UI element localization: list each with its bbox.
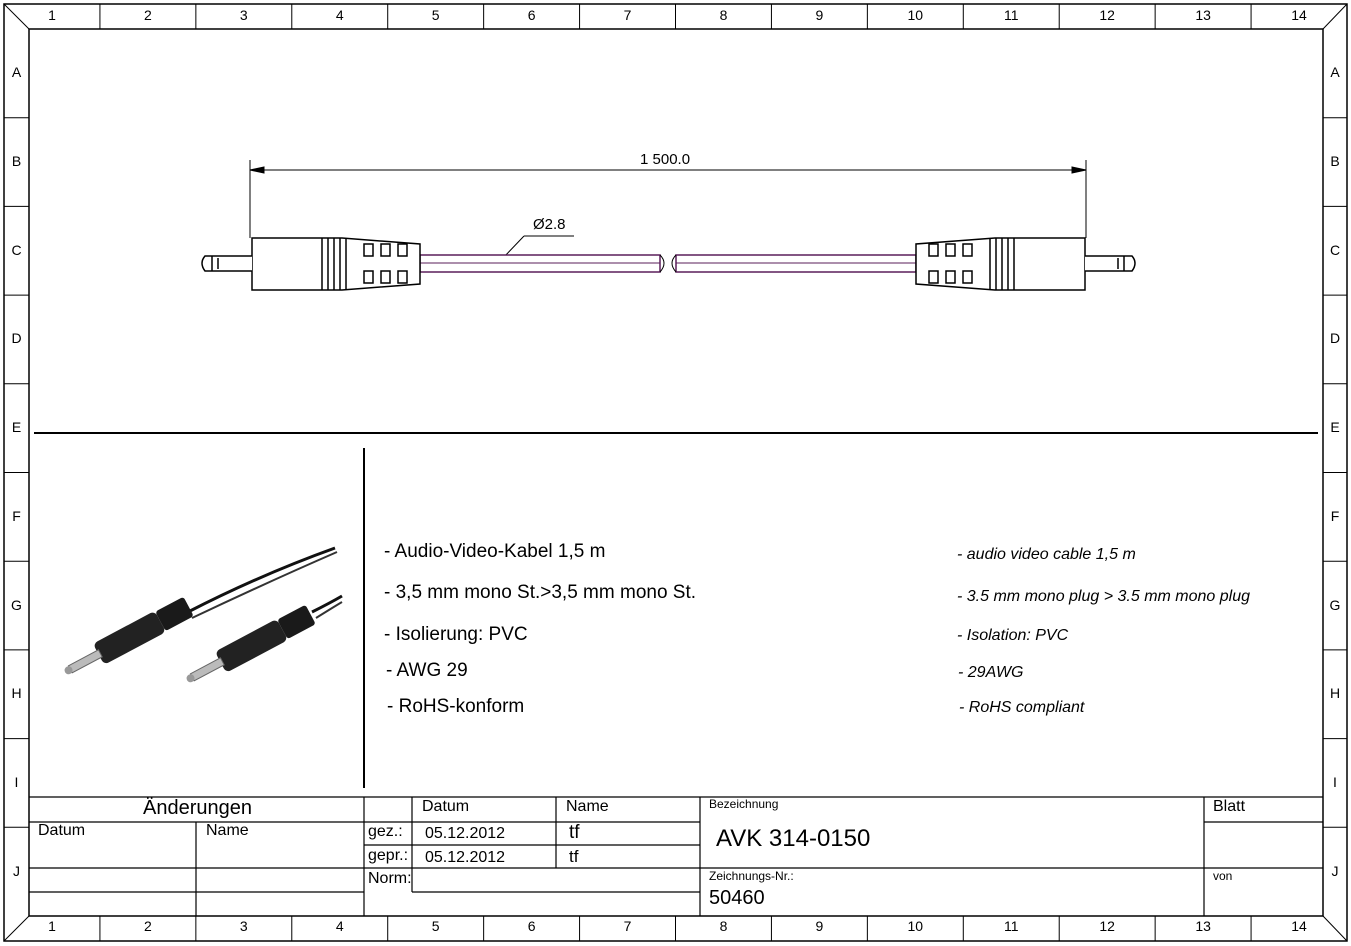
row-marker-left-I: I xyxy=(14,773,19,790)
of-label: von xyxy=(1213,869,1233,883)
column-marker-top-7: 7 xyxy=(623,7,632,23)
column-marker-bottom-10: 10 xyxy=(907,918,924,934)
row-ticks xyxy=(4,117,1347,828)
column-marker-top-12: 12 xyxy=(1099,7,1115,23)
row-marker-right-E: E xyxy=(1330,419,1340,436)
column-marker-top-6: 6 xyxy=(527,7,536,23)
column-marker-bottom-5: 5 xyxy=(431,918,440,934)
column-marker-bottom-6: 6 xyxy=(527,918,536,934)
row-marker-left-F: F xyxy=(12,507,21,524)
drawn-name: tf xyxy=(569,822,580,843)
column-marker-top-11: 11 xyxy=(1003,7,1019,23)
column-ticks xyxy=(99,4,1252,941)
row-marker-right-A: A xyxy=(1330,64,1340,81)
desc-de-line-4: - AWG 29 xyxy=(386,660,468,681)
row-marker-right-C: C xyxy=(1329,241,1341,258)
column-marker-top-4: 4 xyxy=(335,7,344,23)
row-marker-right-G: G xyxy=(1329,596,1341,613)
column-marker-top-3: 3 xyxy=(239,7,248,23)
desc-de-line-1: - Audio-Video-Kabel 1,5 m xyxy=(384,541,606,562)
column-marker-bottom-13: 13 xyxy=(1195,918,1211,934)
desc-en-line-5: - RoHS compliant xyxy=(959,699,1085,716)
title-block-lines xyxy=(29,796,1323,916)
designation-value: AVK 314-0150 xyxy=(716,825,871,852)
row-marker-left-A: A xyxy=(11,64,22,81)
desc-de-line-3: - Isolierung: PVC xyxy=(384,624,528,645)
designation-label: Bezeichnung xyxy=(709,797,779,811)
row-marker-left-C: C xyxy=(11,241,22,258)
checked-date: 05.12.2012 xyxy=(425,849,506,866)
left-plug xyxy=(201,237,421,291)
column-marker-top-5: 5 xyxy=(431,7,440,23)
date-header: Datum xyxy=(422,798,470,815)
column-marker-top-13: 13 xyxy=(1195,7,1211,23)
row-marker-left-J: J xyxy=(13,862,20,879)
column-marker-bottom-9: 9 xyxy=(815,918,824,934)
row-marker-left-B: B xyxy=(11,153,22,170)
row-marker-right-J: J xyxy=(1331,862,1339,879)
column-marker-top-9: 9 xyxy=(815,7,824,23)
length-dimension xyxy=(249,160,1087,238)
drawing-no-value: 50460 xyxy=(709,887,765,909)
checked-label: gepr.: xyxy=(368,847,409,864)
norm-label: Norm: xyxy=(368,870,412,887)
overall-length-label: 1 500.0 xyxy=(640,151,691,168)
cable-diameter-label: Ø2.8 xyxy=(533,216,566,233)
drawing-no-label: Zeichnungs-Nr.: xyxy=(709,869,794,883)
checked-name: tf xyxy=(569,847,579,866)
desc-de-line-2: - 3,5 mm mono St.>3,5 mm mono St. xyxy=(384,582,697,603)
column-marker-bottom-4: 4 xyxy=(335,918,344,934)
desc-en-line-3: - Isolation: PVC xyxy=(957,627,1069,644)
changes-header: Änderungen xyxy=(143,797,252,819)
desc-en-line-2: - 3.5 mm mono plug > 3.5 mm mono plug xyxy=(957,588,1251,605)
row-marker-right-F: F xyxy=(1330,507,1340,524)
drawn-label: gez.: xyxy=(368,823,403,840)
column-marker-bottom-8: 8 xyxy=(719,918,728,934)
name-header: Name xyxy=(566,798,609,815)
column-marker-bottom-7: 7 xyxy=(623,918,632,934)
column-marker-bottom-3: 3 xyxy=(239,918,248,934)
desc-en-line-4: - 29AWG xyxy=(958,664,1024,681)
sheet-label: Blatt xyxy=(1213,798,1246,815)
column-marker-bottom-2: 2 xyxy=(143,918,152,934)
column-marker-top-2: 2 xyxy=(143,7,152,23)
changes-name-header: Name xyxy=(206,822,249,839)
row-marker-right-H: H xyxy=(1329,685,1341,702)
row-marker-left-D: D xyxy=(11,330,22,347)
product-photo xyxy=(64,546,343,683)
column-marker-bottom-11: 11 xyxy=(1003,918,1019,934)
column-marker-top-1: 1 xyxy=(48,7,56,23)
drawn-date: 05.12.2012 xyxy=(425,825,506,842)
row-marker-right-I: I xyxy=(1333,773,1337,790)
row-marker-left-G: G xyxy=(11,596,22,613)
column-marker-bottom-14: 14 xyxy=(1291,918,1307,934)
row-marker-left-E: E xyxy=(11,419,22,436)
column-marker-bottom-12: 12 xyxy=(1099,918,1115,934)
desc-de-line-5: - RoHS-konform xyxy=(387,696,525,717)
column-marker-top-14: 14 xyxy=(1291,7,1307,23)
row-marker-left-H: H xyxy=(11,685,22,702)
column-marker-top-8: 8 xyxy=(719,7,728,23)
column-marker-top-10: 10 xyxy=(907,7,924,23)
desc-en-line-1: - audio video cable 1,5 m xyxy=(957,546,1136,563)
row-marker-right-B: B xyxy=(1330,153,1340,170)
row-marker-right-D: D xyxy=(1329,330,1341,347)
column-marker-bottom-1: 1 xyxy=(48,918,56,934)
cable xyxy=(419,254,917,273)
right-plug xyxy=(915,237,1136,291)
changes-date-header: Datum xyxy=(38,822,86,839)
